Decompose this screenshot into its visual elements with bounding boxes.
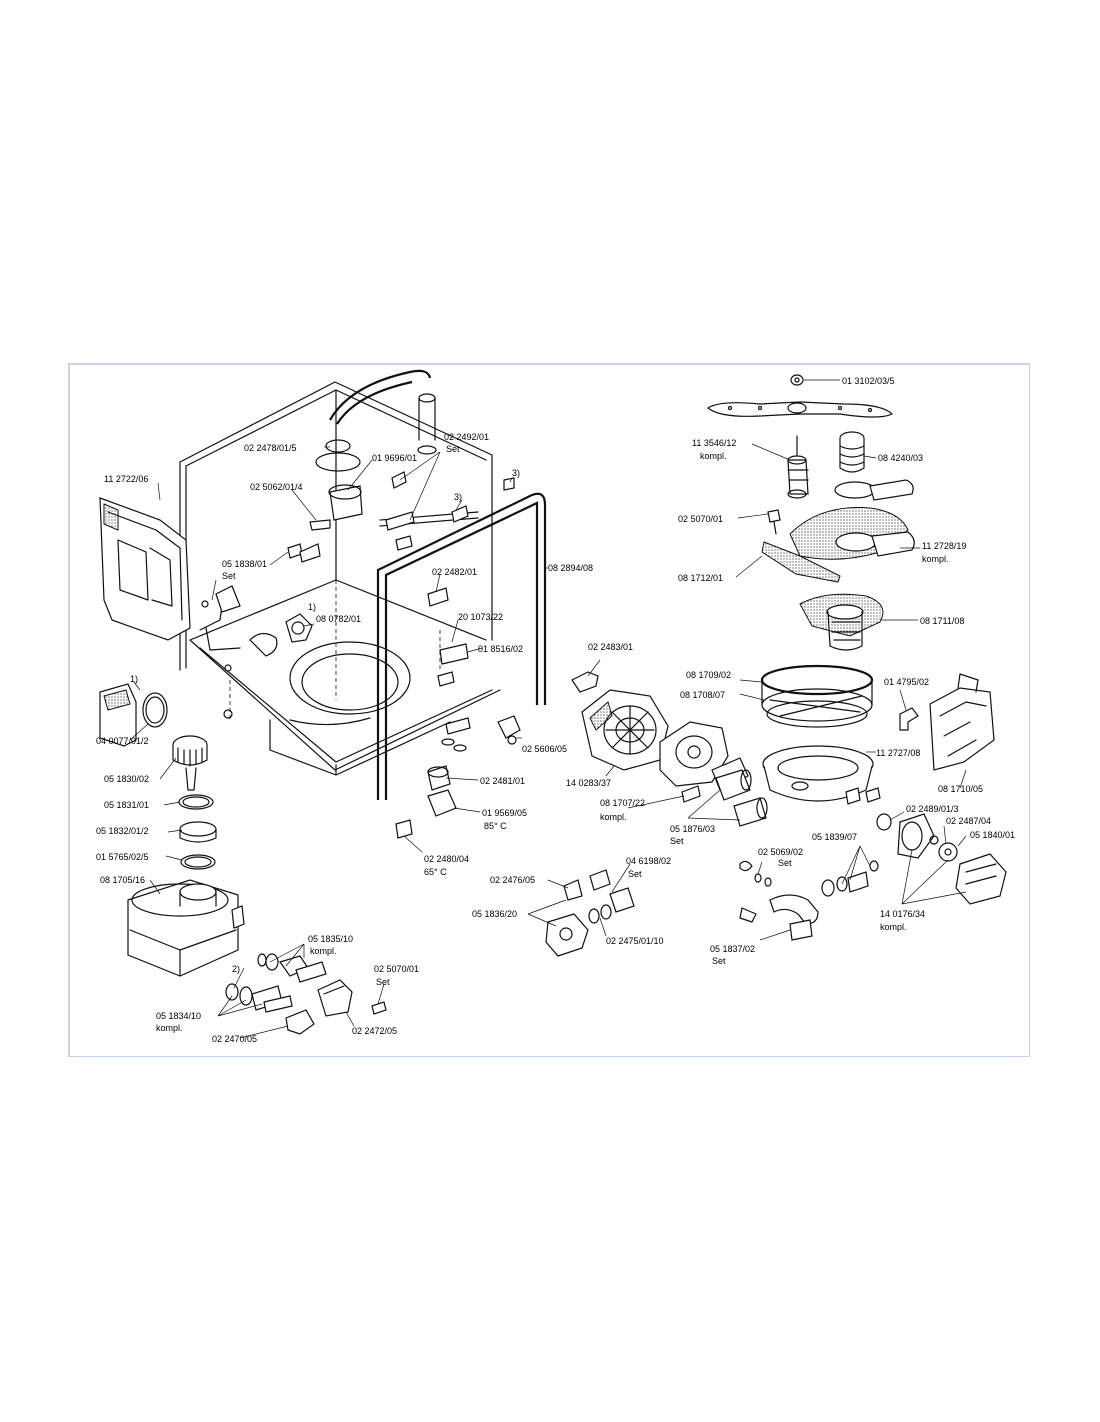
label-02-5606: 02 5606/05	[522, 744, 567, 754]
label-11-2727: 11 2727/08	[876, 748, 920, 758]
bottom-left-valves	[225, 953, 387, 1035]
label-01-9696: 01 9696/01	[372, 453, 417, 463]
label-14-0176-kompl: kompl.	[880, 922, 907, 932]
label-02-2481: 02 2481/01	[480, 776, 525, 786]
label-08-1712: 08 1712/01	[678, 573, 723, 583]
label-02-2480: 02 2480/04	[424, 854, 469, 864]
label-05-1834-kompl: kompl.	[156, 1023, 183, 1033]
label-02-5069: 02 5069/02	[758, 847, 803, 857]
label-04-6198-set: Set	[628, 869, 642, 879]
label-08-2894: 08 2894/08	[548, 563, 593, 573]
label-05-1838-set: Set	[222, 571, 236, 581]
label-05-1876-set: Set	[670, 836, 684, 846]
label-08-1708: 08 1708/07	[680, 690, 725, 700]
label-08-1705: 08 1705/16	[100, 875, 145, 885]
label-01-9569-temp: 85° C	[484, 821, 507, 831]
label-05-1831: 05 1831/01	[104, 800, 149, 810]
label-05-1838: 05 1838/01	[222, 559, 267, 569]
center-pump-parts	[395, 671, 768, 957]
label-05-1837-set: Set	[712, 956, 726, 966]
label-05-1835: 05 1835/10	[308, 934, 353, 944]
label-02-5069-set: Set	[778, 858, 792, 868]
label-2: 2)	[232, 964, 240, 974]
label-08-1707: 08 1707/22	[600, 798, 645, 808]
label-02-2478: 02 2478/01/5	[244, 443, 297, 453]
label-01-8516: 01 8516/02	[478, 644, 523, 654]
label-01-5765: 01 5765/02/5	[96, 852, 149, 862]
label-1-left: 1)	[130, 674, 138, 684]
label-05-1834: 05 1834/10	[156, 1011, 201, 1021]
label-05-1876: 05 1876/03	[670, 824, 715, 834]
label-08-1707-kompl: kompl.	[600, 812, 627, 822]
tub-small-parts	[201, 471, 515, 752]
part-11-2722-panel	[99, 497, 191, 641]
label-08-1710: 08 1710/05	[938, 784, 983, 794]
label-08-4240: 08 4240/03	[878, 453, 923, 463]
softener-stack	[127, 735, 245, 977]
label-14-0176: 14 0176/34	[880, 909, 925, 919]
part-labels: 01 3102/03/5 11 3546/12 kompl. 08 4240/0…	[96, 376, 1015, 1044]
label-05-1839: 05 1839/07	[812, 832, 857, 842]
label-02-2492-set: Set	[446, 444, 460, 454]
part-04-0077-cover	[99, 683, 168, 747]
label-05-1832: 05 1832/01/2	[96, 826, 149, 836]
label-02-5062: 02 5062/01/4	[250, 482, 303, 492]
label-02-5070-bottom-set: Set	[376, 977, 390, 987]
label-05-1835-kompl: kompl.	[310, 946, 337, 956]
label-3-mid: 3)	[454, 492, 462, 502]
part-08-2894-rail	[376, 492, 547, 800]
label-01-9569: 01 9569/05	[482, 808, 527, 818]
label-14-0283: 14 0283/37	[566, 778, 611, 788]
label-05-1836: 05 1836/20	[472, 909, 517, 919]
label-11-3546-kompl: kompl.	[700, 451, 727, 461]
label-02-2475: 02 2475/01/10	[606, 936, 664, 946]
label-08-1711: 08 1711/08	[920, 616, 964, 626]
label-08-0782: 08 0782/01	[316, 614, 361, 624]
label-02-2492: 02 2492/01	[444, 432, 489, 442]
part-02-2478-ring	[315, 393, 437, 472]
right-spray-assembly	[706, 374, 995, 805]
label-04-6198: 04 6198/02	[626, 856, 671, 866]
label-02-2489: 02 2489/01/3	[906, 804, 959, 814]
label-04-0077: 04 0077/01/2	[96, 736, 149, 746]
label-02-2487: 02 2487/04	[946, 816, 991, 826]
label-02-2483: 02 2483/01	[588, 642, 633, 652]
label-11-2722: 11 2722/06	[104, 474, 148, 484]
label-11-2728: 11 2728/19	[922, 541, 966, 551]
label-11-3546: 11 3546/12	[692, 438, 736, 448]
label-02-2480-temp: 65° C	[424, 867, 447, 877]
label-3-top: 3)	[512, 468, 520, 478]
label-05-1837: 05 1837/02	[710, 944, 755, 954]
right-pump-valves	[739, 813, 1007, 941]
label-05-1840: 05 1840/01	[970, 830, 1015, 840]
label-1-top: 1)	[308, 602, 316, 612]
label-02-5070-top: 02 5070/01	[678, 514, 723, 524]
label-02-2482: 02 2482/01	[432, 567, 477, 577]
label-11-2728-kompl: kompl.	[922, 554, 949, 564]
label-01-4795: 01 4795/02	[884, 677, 929, 687]
label-08-1709: 08 1709/02	[686, 670, 731, 680]
label-05-1830: 05 1830/02	[104, 774, 149, 784]
label-20-1073: 20 1073/22	[458, 612, 503, 622]
label-02-2472: 02 2472/05	[352, 1026, 397, 1036]
label-01-3102: 01 3102/03/5	[842, 376, 895, 386]
label-02-2476: 02 2476/05	[490, 875, 535, 885]
label-02-2470: 02 2470/05	[212, 1034, 257, 1044]
leader-lines	[129, 379, 967, 1039]
label-02-5070-bottom: 02 5070/01	[374, 964, 419, 974]
tub-body	[179, 369, 501, 776]
